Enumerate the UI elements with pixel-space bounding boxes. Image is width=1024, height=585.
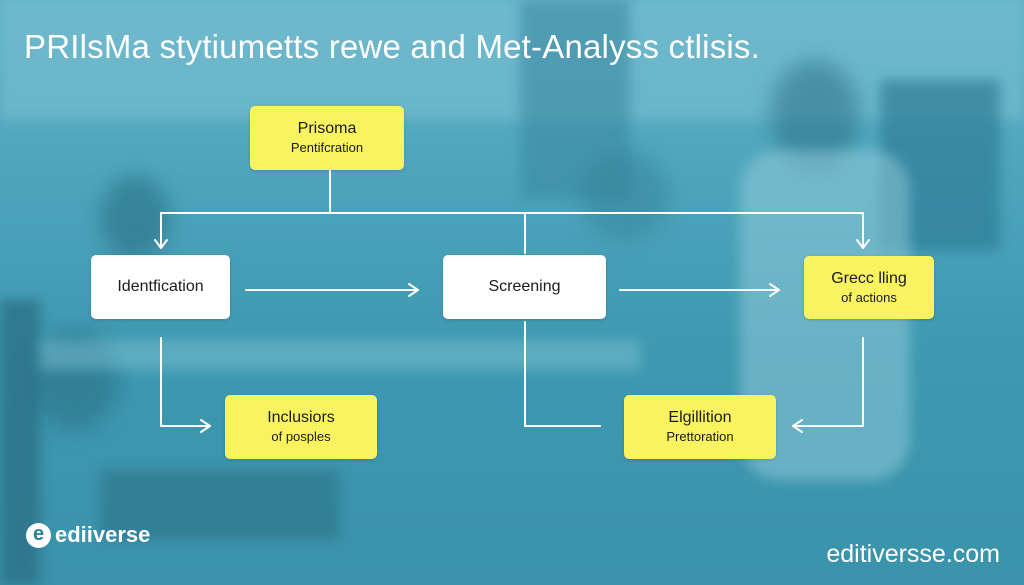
arrowhead-grecc — [856, 239, 870, 249]
connector-identification-inclusions — [160, 337, 211, 427]
node-prisoma-title: Prisoma — [297, 120, 357, 137]
arrowhead-identification — [154, 239, 168, 249]
node-inclusions: Inclusiors of posples — [225, 395, 377, 459]
arrowhead-screening — [408, 283, 419, 297]
node-grecc-subtitle: of actions — [841, 289, 897, 305]
node-identification-title: Identfication — [117, 278, 204, 295]
brand-logo[interactable]: e ediiverse — [26, 522, 150, 548]
brand-name: ediiverse — [55, 522, 151, 547]
node-eligillition-subtitle: Prettoration — [666, 429, 734, 444]
node-identification: Identfication — [91, 255, 230, 319]
node-eligillition: Elgillition Prettoration — [624, 395, 776, 459]
node-eligillition-title: Elgillition — [668, 409, 732, 426]
node-screening-title: Screening — [488, 278, 561, 295]
arrowhead-grecc-right — [769, 283, 780, 297]
connector-grecc-eligillition — [792, 337, 864, 427]
node-prisoma: Prisoma Pentifcration — [250, 106, 404, 170]
node-grecc-title: Grecc lling — [831, 269, 907, 287]
brand-mark-icon: e — [26, 522, 51, 548]
arrowhead-eligillition — [792, 419, 803, 433]
node-inclusions-subtitle: of posples — [271, 429, 331, 444]
node-screening: Screening — [443, 255, 606, 319]
connector-screening-down — [524, 321, 601, 427]
site-url: editiversse.com — [826, 540, 1000, 568]
node-inclusions-title: Inclusiors — [267, 409, 335, 426]
page-title: PRIlsMa stytiumetts rewe and Met-Analyss… — [24, 28, 760, 65]
node-prisoma-subtitle: Pentifcration — [290, 140, 364, 155]
node-grecc: Grecc lling of actions — [804, 256, 934, 319]
arrowhead-inclusions — [200, 419, 211, 433]
